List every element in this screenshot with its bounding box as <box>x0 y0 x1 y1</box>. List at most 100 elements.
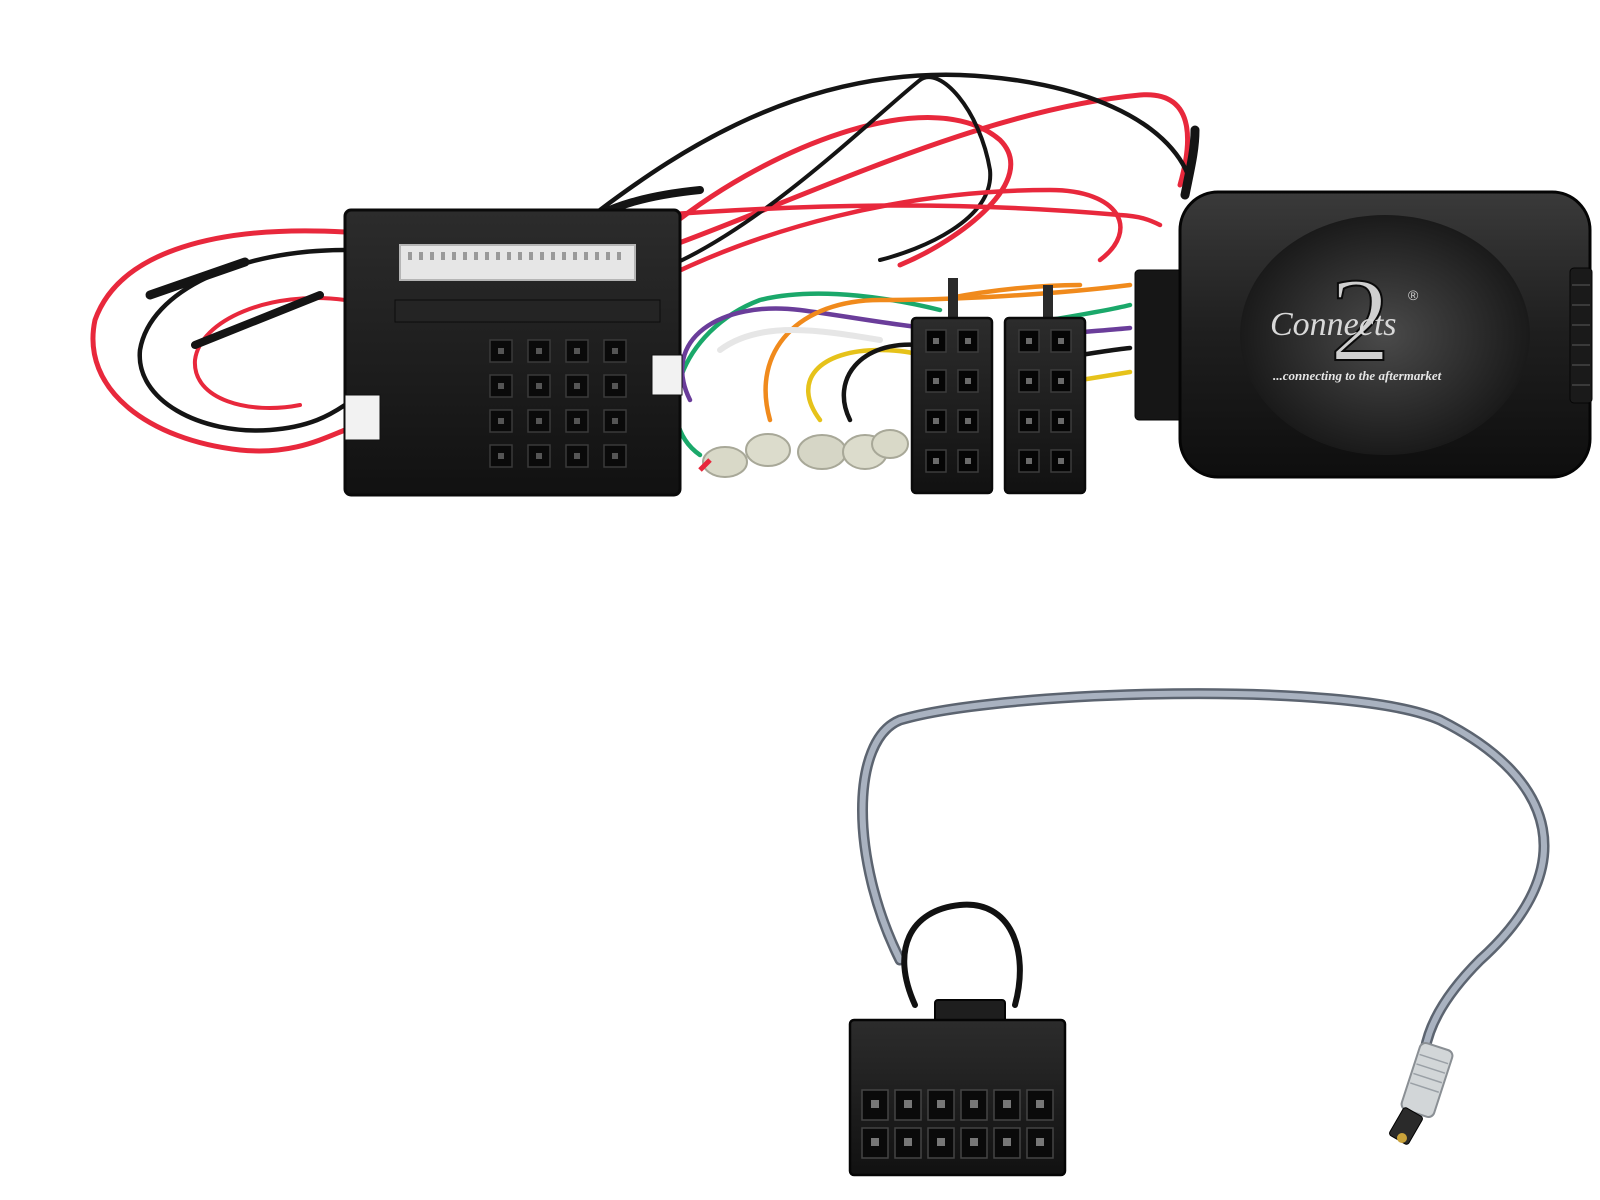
pin <box>496 252 500 260</box>
pin <box>595 252 599 260</box>
pin <box>1036 1138 1044 1146</box>
pin <box>1058 338 1064 344</box>
terminal-insulator <box>871 429 909 459</box>
black-wire-top-2 <box>658 75 993 272</box>
grey-patch-cable <box>857 688 1550 1056</box>
quadlock-connector-icon <box>343 208 683 497</box>
interface-module-icon: 2 Connects ® ...connecting to the afterm… <box>1134 190 1593 479</box>
pin <box>612 418 618 424</box>
quadlock-white-insert <box>399 244 636 281</box>
pin <box>529 252 533 260</box>
pin <box>507 252 511 260</box>
iso-latch-right <box>1043 285 1053 322</box>
pin <box>871 1100 879 1108</box>
pin <box>463 252 467 260</box>
black-wire-to-module <box>1180 125 1200 200</box>
pin <box>536 383 542 389</box>
quadlock-rib <box>394 299 661 323</box>
pin <box>933 378 939 384</box>
brand-tagline: ...connecting to the aftermarket <box>1273 368 1442 383</box>
quadlock-tab-right <box>651 354 683 396</box>
pin <box>937 1100 945 1108</box>
patch-lead-connector-icon <box>848 999 1067 1177</box>
pin <box>1026 338 1032 344</box>
pin <box>1036 1100 1044 1108</box>
antenna-plug-icon <box>1389 1042 1454 1145</box>
pin <box>518 252 522 260</box>
spade-terminals <box>698 429 909 478</box>
quadlock-tab-left <box>344 394 381 441</box>
pin <box>970 1138 978 1146</box>
brand-digit: 2 <box>1330 253 1390 386</box>
pin <box>536 418 542 424</box>
red-wire-loop-left <box>90 228 348 454</box>
iso-latch-left <box>948 278 958 322</box>
white-wire <box>717 327 883 353</box>
red-wire-loop-left-2 <box>192 296 347 410</box>
pin-cavity <box>861 1089 889 1121</box>
pin <box>498 418 504 424</box>
pin <box>970 1100 978 1108</box>
iso-connector-left <box>910 316 994 495</box>
pin <box>871 1138 879 1146</box>
iso-pin-grid <box>925 329 1072 473</box>
iso-connector-icon <box>910 278 1087 495</box>
pin <box>1058 378 1064 384</box>
pin <box>574 348 580 354</box>
black-wire-stub <box>145 257 250 300</box>
pin <box>452 252 456 260</box>
brand-word: Connects <box>1270 306 1397 343</box>
patch-pin-grid <box>861 1089 1054 1159</box>
pin <box>612 453 618 459</box>
pin <box>551 252 555 260</box>
pin <box>1026 418 1032 424</box>
module-side-grip <box>1569 267 1593 404</box>
pin <box>498 383 504 389</box>
pin <box>965 418 971 424</box>
pin <box>904 1138 912 1146</box>
quadlock-pin-grid <box>489 339 627 468</box>
pin <box>606 252 610 260</box>
pin <box>574 418 580 424</box>
wire-loops <box>90 72 1200 454</box>
orange-wire <box>763 282 1133 423</box>
pin <box>536 348 542 354</box>
pin <box>574 383 580 389</box>
pin <box>965 338 971 344</box>
pin <box>441 252 445 260</box>
pin <box>419 252 423 260</box>
pin <box>617 252 621 260</box>
registered-mark: ® <box>1408 287 1419 303</box>
terminal-insulator <box>702 446 748 478</box>
pin <box>574 453 580 459</box>
pin <box>904 1100 912 1108</box>
pin <box>584 252 588 260</box>
pin <box>485 252 489 260</box>
pin <box>1003 1100 1011 1108</box>
black-wire-stub-2 <box>191 291 324 349</box>
pin <box>1058 458 1064 464</box>
pin <box>612 383 618 389</box>
black-loop-cable <box>901 901 1023 1008</box>
pin <box>573 252 577 260</box>
pin <box>933 418 939 424</box>
pin <box>540 252 544 260</box>
pin <box>1003 1138 1011 1146</box>
pin <box>612 348 618 354</box>
pin <box>408 252 412 260</box>
pin <box>1026 458 1032 464</box>
pin <box>933 458 939 464</box>
terminal-insulator <box>745 433 791 467</box>
pin <box>430 252 434 260</box>
pin <box>1058 418 1064 424</box>
pin <box>536 453 542 459</box>
pin <box>965 378 971 384</box>
pin <box>1026 378 1032 384</box>
pin <box>562 252 566 260</box>
black-wire-top-1 <box>597 72 1193 213</box>
red-wire-mid <box>657 187 1123 283</box>
pin <box>498 348 504 354</box>
antenna-plug-sleeve <box>1400 1042 1454 1118</box>
pin <box>498 453 504 459</box>
